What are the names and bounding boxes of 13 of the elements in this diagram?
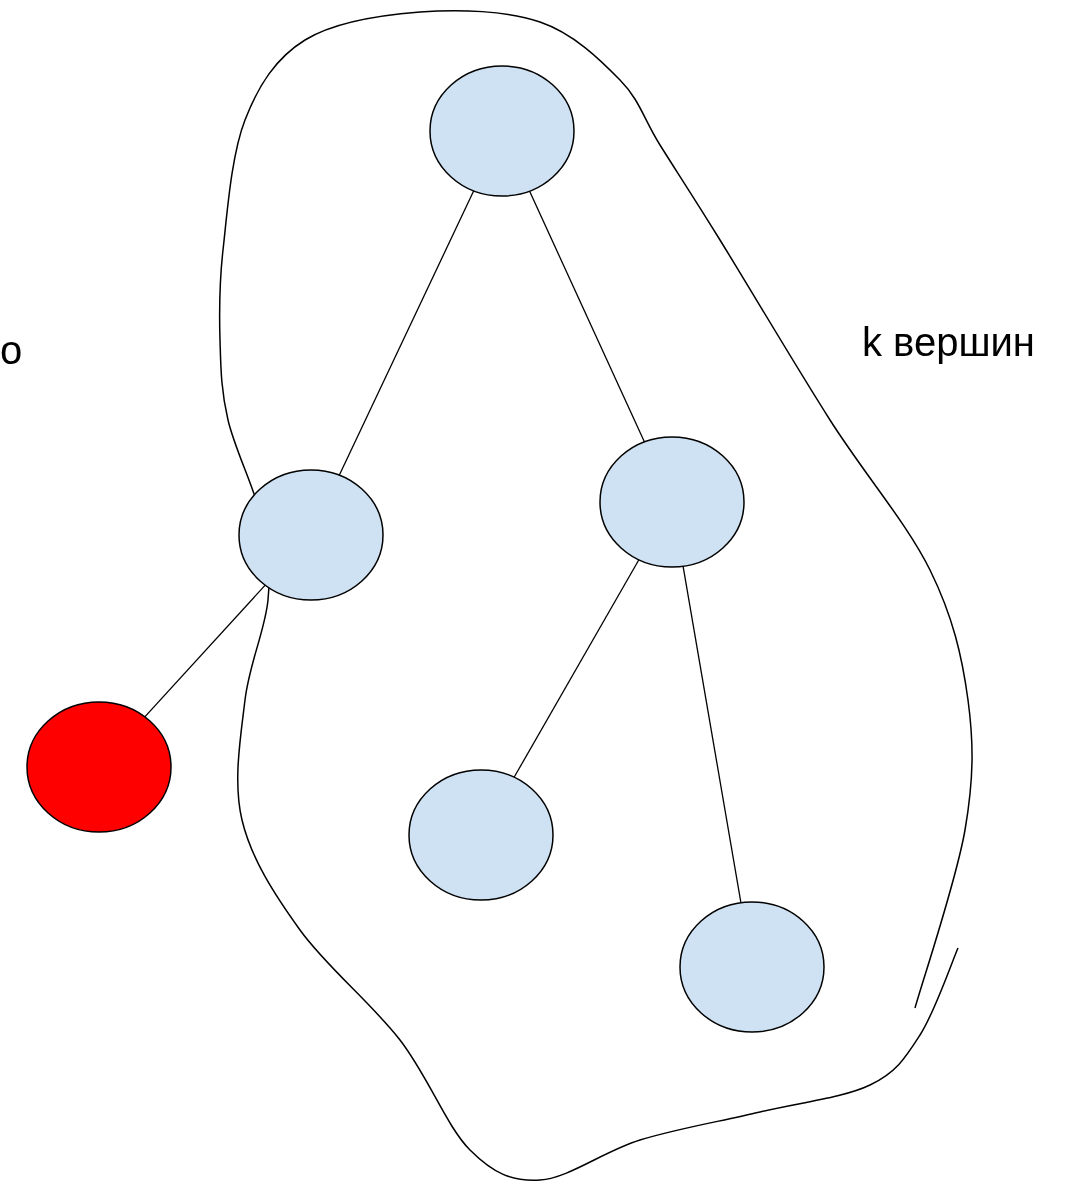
annotation-text: k вершин [862,322,1035,362]
connector-line [513,559,640,778]
annotation-text: o [0,330,23,370]
connector-line [144,584,266,718]
graph-vertex [429,65,575,197]
connector-line [528,190,646,443]
graph-vertex [408,769,554,901]
connector-line [682,565,742,904]
graph-vertex [679,901,825,1033]
graph-vertex [238,469,384,601]
connector-line [338,190,475,476]
graph-vertex [599,436,745,568]
graph-vertex [26,701,172,833]
